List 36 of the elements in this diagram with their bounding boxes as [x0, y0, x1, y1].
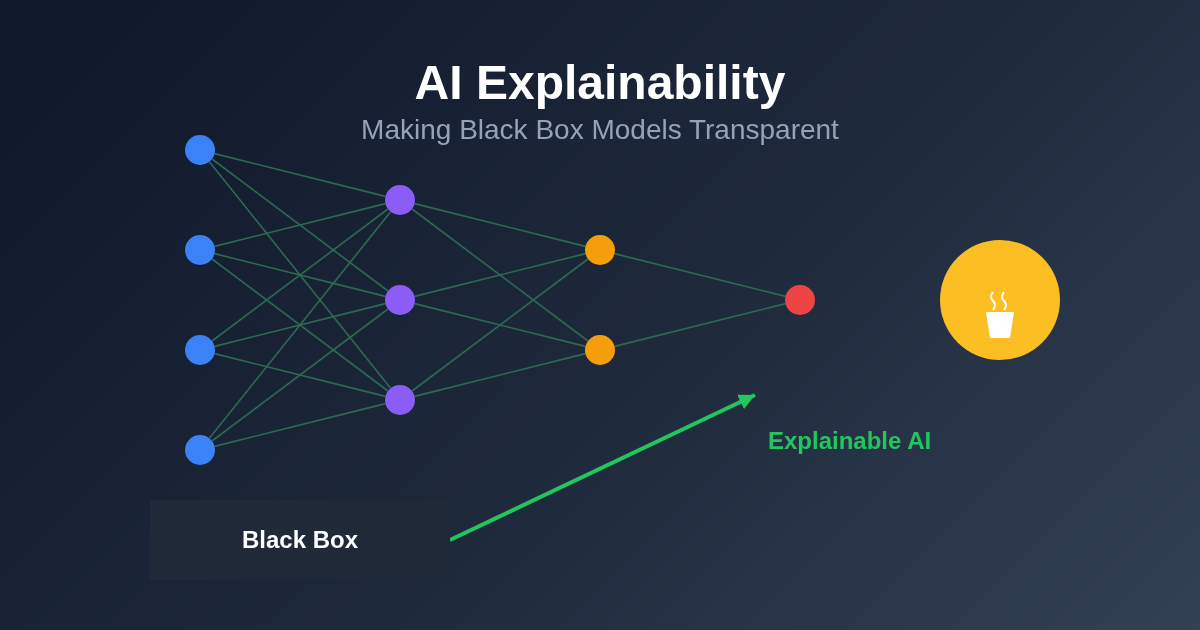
connection-line — [413, 302, 587, 348]
subtitle: Making Black Box Models Transparent — [360, 114, 840, 146]
neuron-circle — [585, 235, 615, 265]
connection-line — [213, 252, 387, 298]
connection-line — [413, 252, 587, 298]
connection-line — [213, 202, 387, 248]
connection-line — [213, 352, 387, 398]
neuron-circle — [185, 435, 215, 465]
connection-line — [211, 158, 389, 292]
neuron-circle — [385, 185, 415, 215]
neuron-circle — [185, 235, 215, 265]
neuron-circle — [385, 285, 415, 315]
connection-line — [413, 202, 587, 248]
connection-line — [211, 308, 389, 442]
neuron-circle — [385, 385, 415, 415]
arrow — [449, 393, 756, 542]
panel-label: Black Box — [241, 526, 359, 554]
connection-line — [211, 258, 389, 392]
connection-line — [208, 210, 392, 440]
connection-line — [211, 208, 389, 342]
connection-line — [213, 152, 387, 198]
neuron-circle — [185, 135, 215, 165]
label-panel — [150, 500, 450, 580]
neuron-circle — [785, 285, 815, 315]
annotation-text: Explainable AI — [768, 427, 932, 455]
connection-line — [213, 302, 387, 348]
neuron-circle — [585, 335, 615, 365]
connection-line — [213, 402, 387, 448]
connection-line — [208, 160, 392, 390]
connection-line — [613, 302, 787, 348]
neuron-circle — [185, 335, 215, 365]
connection-line — [613, 252, 787, 298]
title: AI Explainability — [413, 55, 787, 111]
connection-line — [411, 208, 589, 342]
connection-line — [411, 258, 589, 392]
connection-line — [413, 352, 587, 398]
